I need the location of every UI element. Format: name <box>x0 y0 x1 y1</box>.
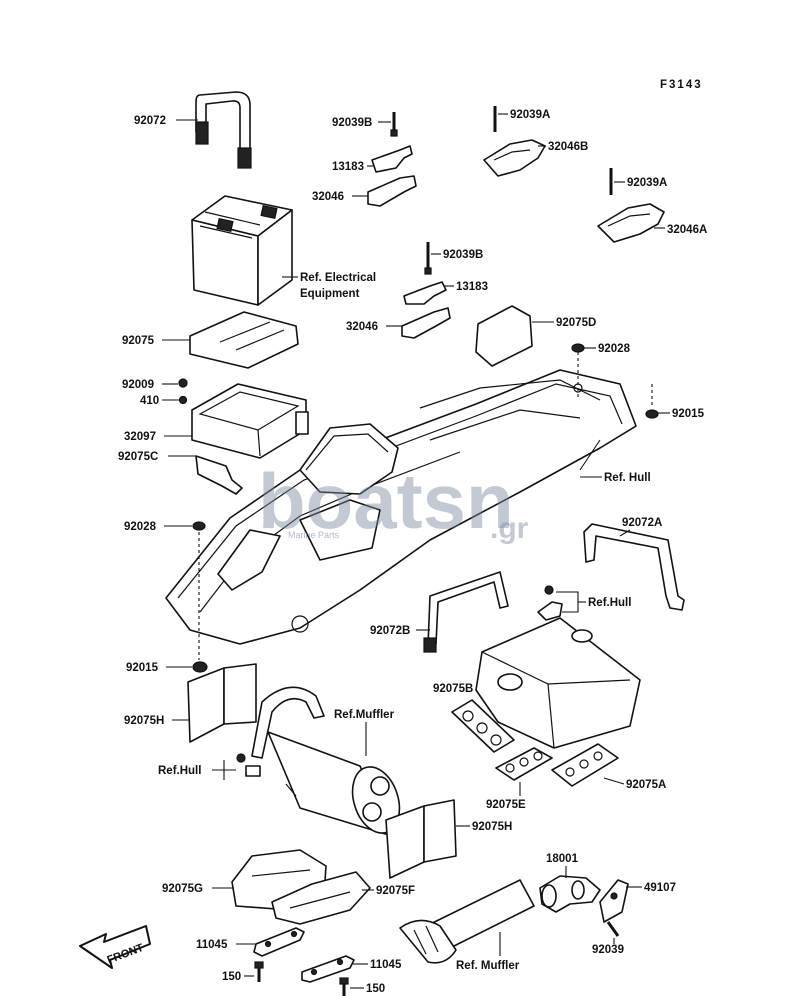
watermark-suffix: .gr <box>490 512 529 545</box>
screw-92009 <box>178 378 188 388</box>
label-92072B: 92072B <box>370 625 410 637</box>
label-32097: 32097 <box>124 431 156 443</box>
label-49107: 49107 <box>644 882 676 894</box>
grommet-92028-upper <box>571 343 585 353</box>
plate-92075B <box>451 699 515 753</box>
grommet-92028-left <box>192 521 206 531</box>
label-92072: 92072 <box>134 115 166 127</box>
strap-92072B <box>427 571 509 647</box>
pad-92075C <box>195 455 243 495</box>
label-ref-electrical-1: Ref. Electrical <box>300 272 376 284</box>
front-arrow-icon: FRONT <box>79 925 151 969</box>
plate-13183-upper <box>371 145 413 173</box>
label-ref-electrical-2: Equipment <box>300 288 360 300</box>
label-18001: 18001 <box>546 853 579 865</box>
label-11045-upper: 11045 <box>196 939 228 951</box>
label-92075B: 92075B <box>433 683 473 695</box>
label-ref-hull-left: Ref.Hull <box>158 765 201 777</box>
flange-49107 <box>599 879 629 923</box>
watermark-sub: Marine Parts <box>288 530 340 540</box>
plate-92075A <box>551 743 619 787</box>
label-150-left: 150 <box>222 971 241 983</box>
label-92009: 92009 <box>122 379 154 391</box>
label-150-right: 150 <box>366 983 385 995</box>
bolt-150-right <box>339 977 349 996</box>
elbow-18001 <box>539 875 601 913</box>
strap-92072 <box>195 91 252 169</box>
label-ref-muffler-lower: Ref. Muffler <box>456 960 520 972</box>
watermark-main: boatsn <box>258 457 514 545</box>
fuel-tank <box>475 617 641 749</box>
label-ref-muffler-upper: Ref.Muffler <box>334 709 395 721</box>
label-92015-lower: 92015 <box>126 662 159 674</box>
watermark-logo: boatsn .gr Marine Parts <box>258 457 529 545</box>
exhaust-tube <box>399 879 535 964</box>
muffler <box>251 686 401 837</box>
label-32046A: 32046A <box>667 224 707 236</box>
bracket-32046-lower <box>401 307 451 339</box>
figure-code: F3143 <box>660 79 703 91</box>
pad-92075F <box>271 871 371 925</box>
battery <box>191 195 293 306</box>
label-92028-upper: 92028 <box>598 343 631 355</box>
pad-92075H-right <box>385 799 457 879</box>
bolt-ref-hull-left <box>236 753 261 777</box>
plate-92075E <box>495 747 553 781</box>
label-92075: 92075 <box>122 335 155 347</box>
bracket-32046A <box>597 203 665 243</box>
bolt-ref-hull-right <box>537 585 563 621</box>
label-ref-hull-right: Ref.Hull <box>588 597 631 609</box>
label-92075E: 92075E <box>486 799 526 811</box>
label-92075C: 92075C <box>118 451 158 463</box>
plate-13183-lower <box>403 281 447 305</box>
label-92072A: 92072A <box>622 517 662 529</box>
strap-92072A <box>583 523 685 611</box>
label-92075D: 92075D <box>556 317 596 329</box>
label-11045-lower: 11045 <box>370 959 402 971</box>
label-92028-left: 92028 <box>124 521 157 533</box>
label-32046-lower: 32046 <box>346 321 378 333</box>
label-92039A-upper: 92039A <box>510 109 550 121</box>
pad-92075 <box>189 311 299 369</box>
label-92039B-upper: 92039B <box>332 117 372 129</box>
label-410: 410 <box>140 395 159 407</box>
label-92075A: 92075A <box>626 779 666 791</box>
bracket-32046B <box>483 139 546 177</box>
bracket-32046-upper <box>367 175 417 207</box>
label-92015-right: 92015 <box>672 408 705 420</box>
label-92075G: 92075G <box>162 883 203 895</box>
label-92039B-lower: 92039B <box>443 249 483 261</box>
pad-92075H-left <box>187 663 257 743</box>
label-13183-upper: 13183 <box>332 161 364 173</box>
hull <box>165 369 637 645</box>
label-92039A-lower: 92039A <box>627 177 667 189</box>
plug-92015-lower <box>192 661 208 673</box>
label-92075H-left: 92075H <box>124 715 164 727</box>
rivet-92039B-lower <box>424 242 432 275</box>
nut-410 <box>178 395 188 405</box>
battery-case-32097 <box>191 383 309 459</box>
label-92075F: 92075F <box>376 885 415 897</box>
label-13183-lower: 13183 <box>456 281 488 293</box>
foam-92075D <box>475 305 533 367</box>
label-ref-hull-upper: Ref. Hull <box>604 472 651 484</box>
bolt-150-left <box>254 961 264 982</box>
label-32046-upper: 32046 <box>312 191 344 203</box>
label-32046B: 32046B <box>548 141 588 153</box>
label-92039: 92039 <box>592 944 624 956</box>
label-92075H-right: 92075H <box>472 821 512 833</box>
plug-92015-right <box>645 409 659 419</box>
rivet-92039B-upper <box>390 112 398 137</box>
rivet-92039 <box>606 921 620 937</box>
